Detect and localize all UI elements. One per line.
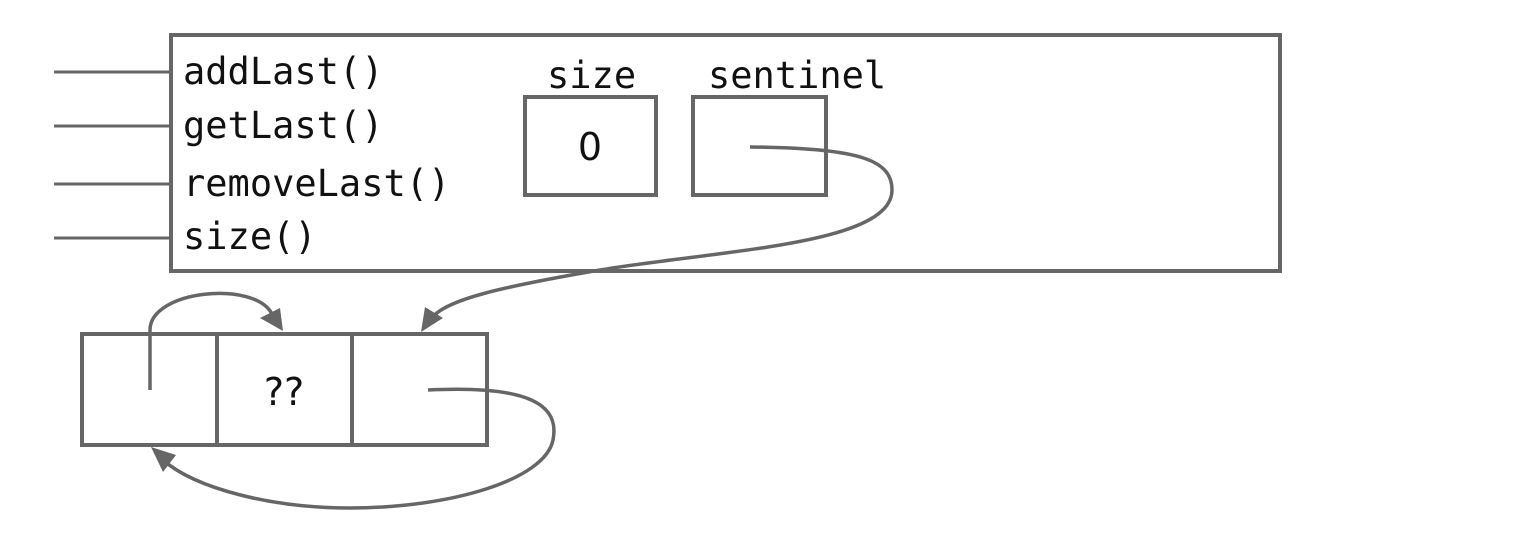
sentinel-field-box <box>691 95 828 197</box>
method-label-getlast: getLast() <box>183 104 383 147</box>
size-field-box <box>523 95 658 197</box>
size-field-value: 0 <box>578 125 602 169</box>
method-label-removelast: removeLast() <box>183 162 450 205</box>
next-pointer-arrow <box>161 387 556 510</box>
next-pointer-arrowhead <box>151 447 176 472</box>
sentinel-node-item-value: ?? <box>264 370 304 414</box>
list-object-box <box>169 33 1282 273</box>
method-label-size: size() <box>183 215 317 258</box>
sentinel-pointer-arrowhead <box>421 307 443 332</box>
prev-pointer-arrow <box>148 291 274 390</box>
sentinel-field-label: sentinel <box>708 54 886 97</box>
sentinel-pointer-arrow <box>430 145 894 320</box>
method-label-addlast: addLast() <box>183 50 383 93</box>
size-field-label: size <box>547 54 636 97</box>
prev-pointer-arrowhead <box>260 308 283 331</box>
